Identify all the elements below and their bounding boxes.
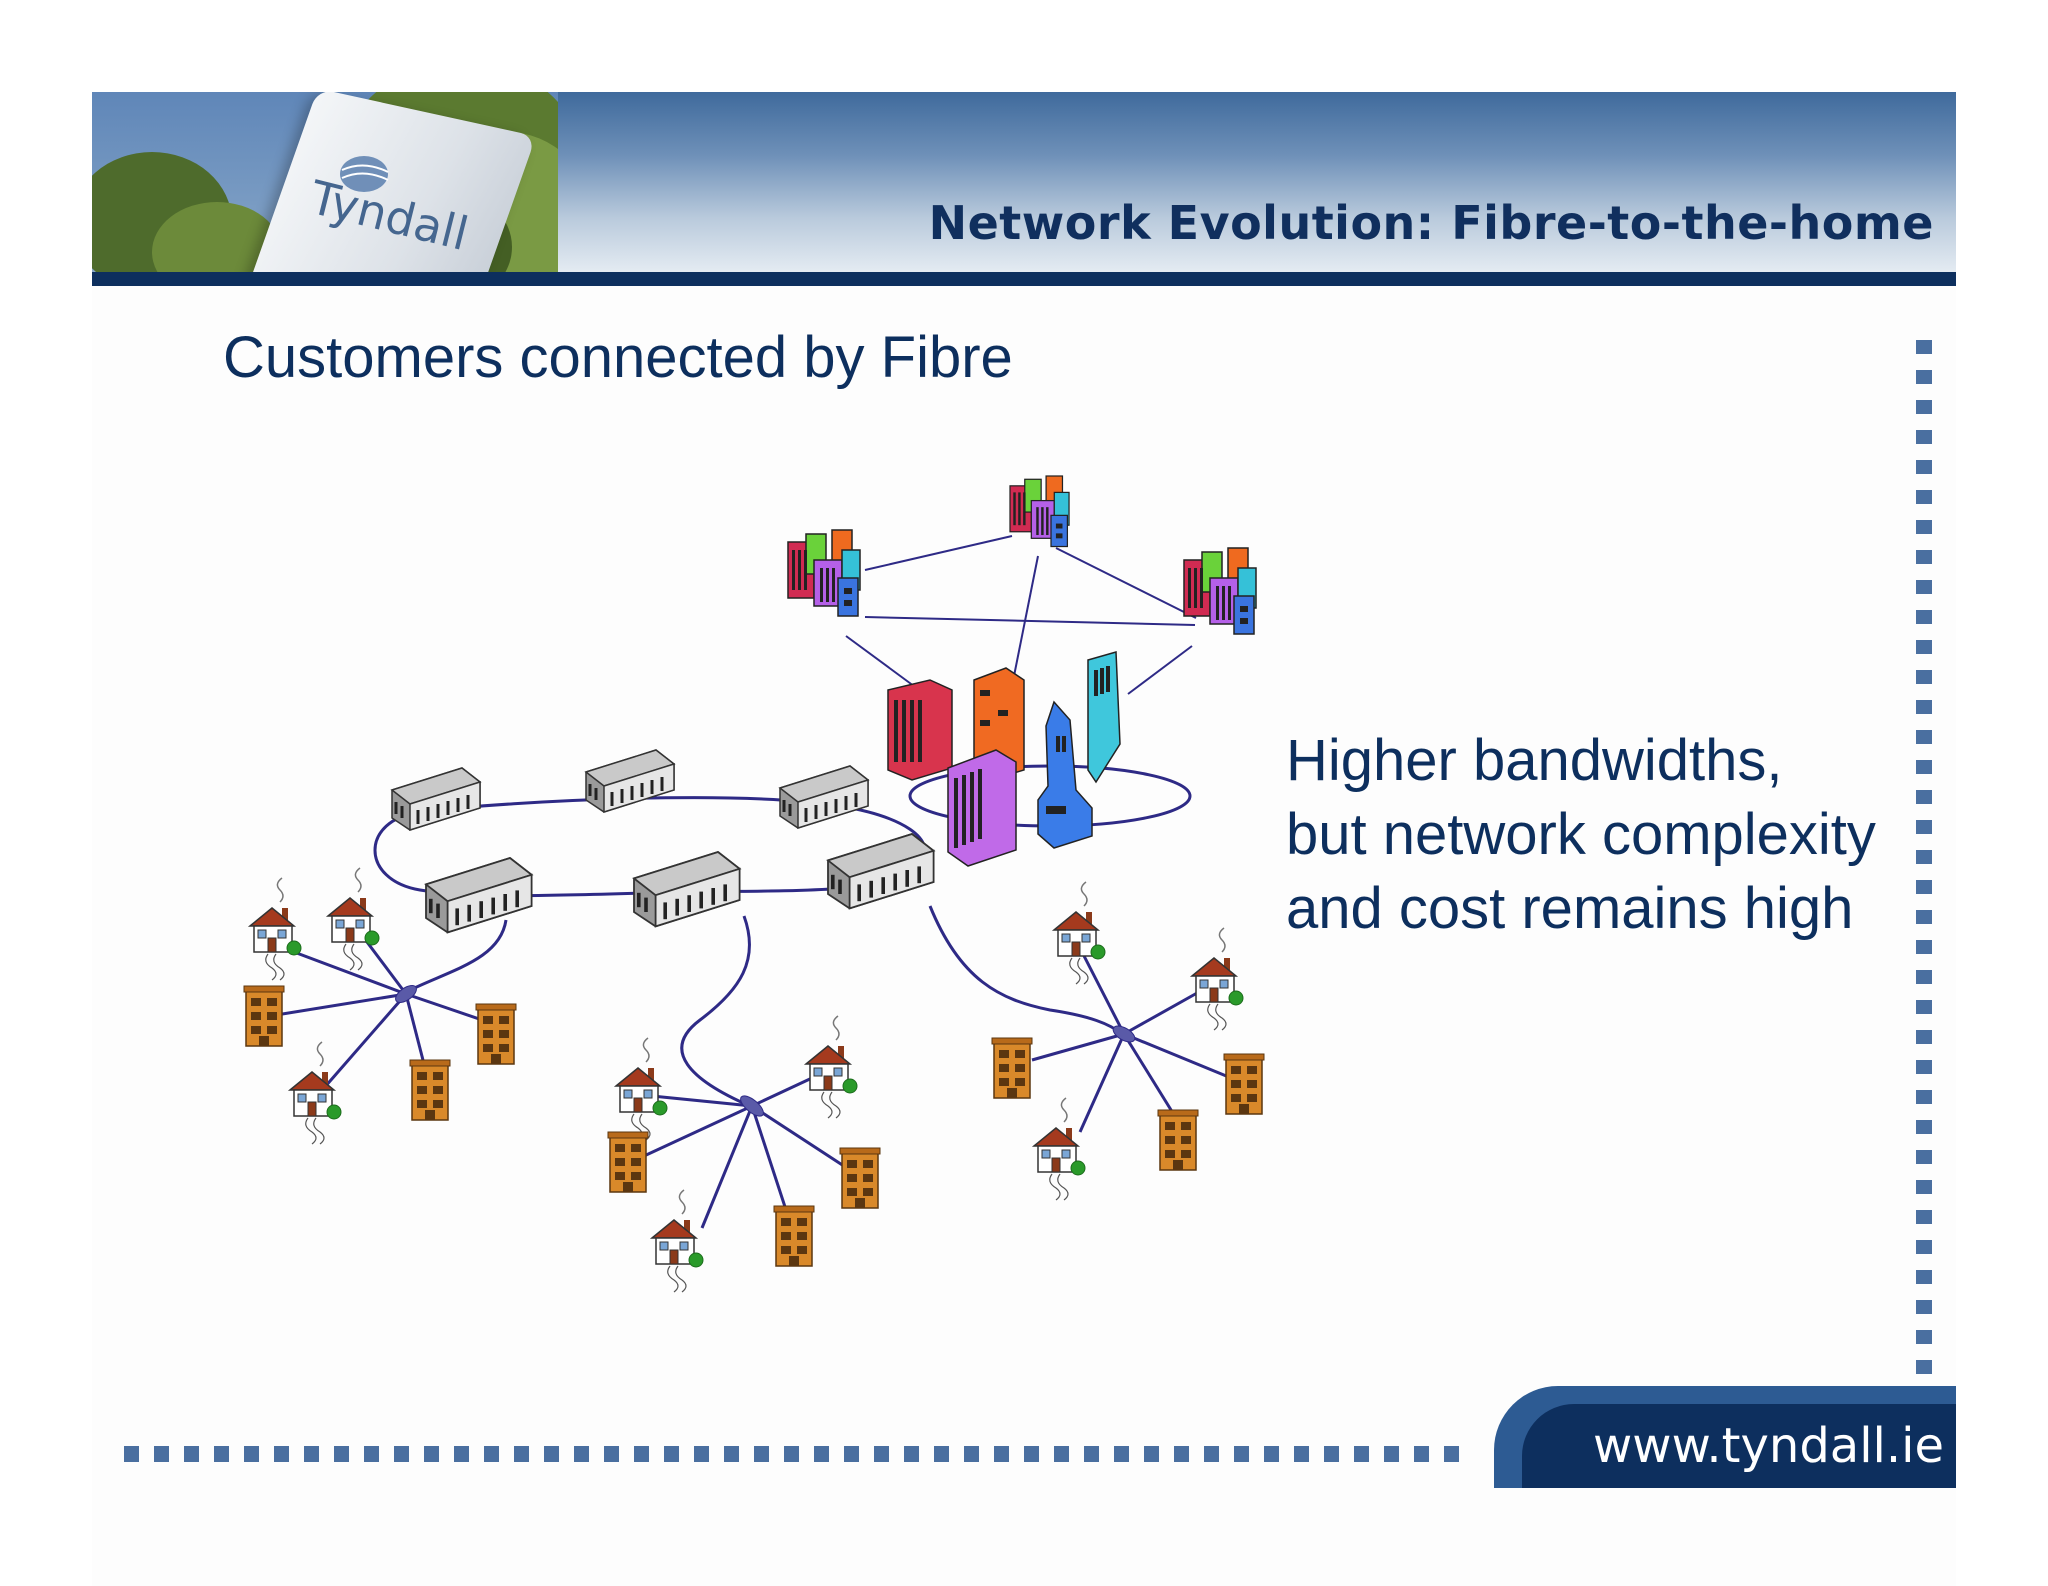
business-links [845,535,1197,695]
header-underline [92,272,1956,286]
apartment-icon [607,1131,649,1193]
central-office-6 [826,832,936,911]
slide-background [92,92,1956,1586]
tyndall-building-photo [92,92,558,272]
customer-premises [243,867,1265,1293]
apartment-icon [839,1147,881,1209]
house-icon [805,1015,858,1119]
tyndall-logo-icon [340,156,389,192]
house-icon [1191,927,1244,1031]
house-icon [289,1041,342,1145]
central-office-3 [778,764,870,830]
key-point-line-3: and cost remains high [1286,876,1854,941]
key-point-line-1: Higher bandwidths, [1286,728,1783,793]
header-banner: Network Evolution: Fibre-to-the-home [92,92,1956,272]
apartment-icon [475,1003,517,1065]
city-center-buildings [887,651,1121,867]
apartment-icon [991,1037,1033,1099]
house-icon [651,1189,704,1293]
apartment-icon [1223,1053,1265,1115]
house-icon [327,867,380,971]
right-dotted-border [1916,340,1932,1380]
house-icon [249,877,302,981]
central-office-2 [584,748,676,814]
central-office-1 [390,766,482,832]
office-cluster-right [1183,547,1257,635]
footer-url-link[interactable]: www.tyndall.ie [1593,1418,1944,1474]
central-office-4 [424,856,534,935]
splitters [395,985,1136,1117]
central-office-5 [632,850,742,929]
office-cluster-left [787,529,861,617]
page-title: Network Evolution: Fibre-to-the-home [928,196,1934,250]
house-icon [1033,1097,1086,1201]
key-point-text: Higher bandwidths, but network complexit… [1286,724,1876,946]
bottom-dotted-border [124,1446,1474,1462]
footer-tab-inner [1522,1404,1956,1488]
apartment-icon [409,1059,451,1121]
central-offices [390,748,936,935]
house-icon [615,1037,668,1141]
house-icon [1053,881,1106,985]
office-cluster-top [1009,475,1070,548]
business-buildings [787,475,1257,635]
apartment-icon [773,1205,815,1267]
key-point-line-2: but network complexity [1286,802,1876,867]
apartment-icon [243,985,285,1047]
drop-lines [269,937,1237,1229]
apartment-icon [1157,1109,1199,1171]
slide-subtitle: Customers connected by Fibre [223,325,1013,390]
feeder-fibres [405,905,1123,1108]
